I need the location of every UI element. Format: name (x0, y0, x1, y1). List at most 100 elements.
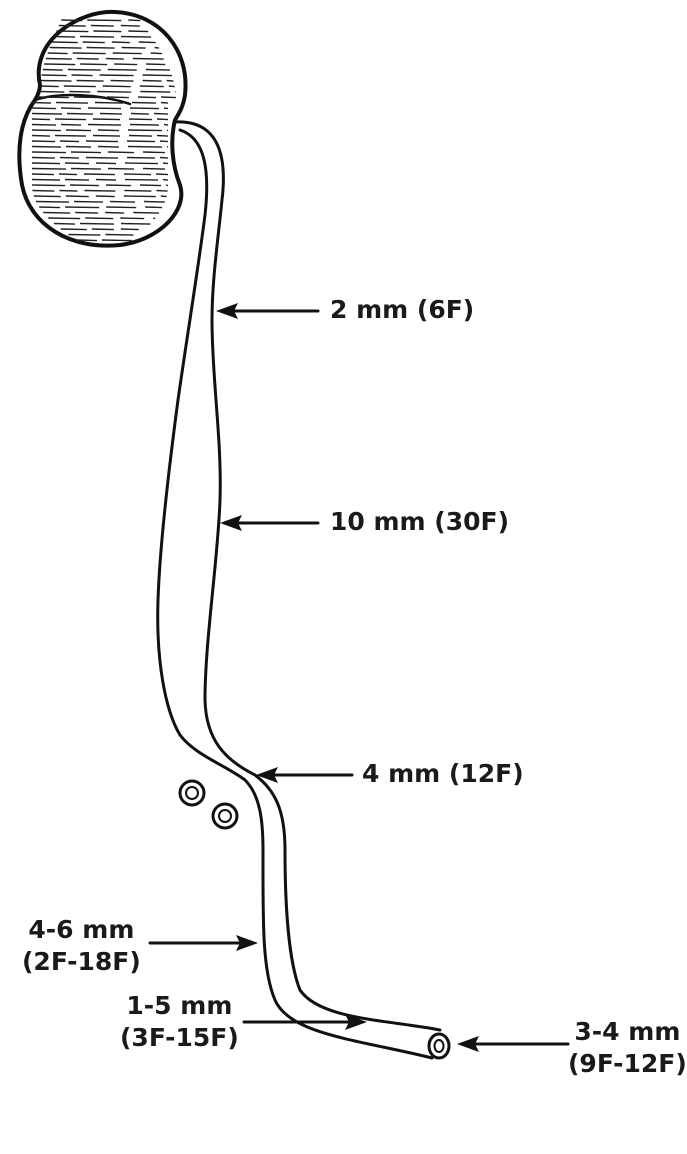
kidney-hatch-stroke (43, 213, 70, 214)
kidney-hatch-stroke (128, 31, 148, 32)
kidney-hatch-stroke (124, 174, 151, 175)
kidney-hatch-stroke (127, 141, 155, 142)
kidney-hatch-stroke (131, 114, 149, 115)
label-orifice-fr: (9F-12F) (568, 1048, 687, 1080)
kidney-hatch-stroke (64, 86, 96, 87)
kidney-hatch-stroke (106, 185, 131, 186)
arrow-iliac-crossing (256, 767, 352, 783)
kidney-hatch-stroke (34, 196, 61, 197)
kidney-hatch-stroke (44, 64, 75, 65)
kidney-hatch-stroke (145, 207, 162, 208)
kidney-hatch-stroke (161, 103, 168, 104)
kidney-hatch-stroke (61, 125, 81, 126)
kidney-hatch-stroke (108, 70, 137, 71)
kidney-hatch-stroke (105, 235, 133, 236)
kidney-hatch-stroke (86, 158, 118, 159)
kidney-hatch-stroke (56, 103, 88, 104)
label-intramural-mm: 1-5 mm (120, 990, 239, 1022)
kidney-hatch-stroke (65, 163, 89, 164)
kidney-hatch-stroke (93, 119, 120, 120)
kidney-hatch-stroke (77, 59, 99, 60)
kidney-hatch-stroke (55, 119, 86, 120)
kidney-hatch-stroke (129, 119, 152, 120)
kidney-hatch-stroke (68, 235, 100, 236)
kidney-hatch-stroke (100, 75, 134, 76)
kidney-hatch-stroke (61, 108, 81, 109)
kidney-hatch-stroke (77, 81, 104, 82)
kidney-hatch-stroke (96, 180, 116, 181)
kidney-hatch-stroke (140, 92, 170, 93)
kidney-hatch-stroke (77, 240, 97, 241)
kidney-hatch-stroke (32, 191, 54, 192)
kidney-hatch-stroke (55, 136, 86, 137)
kidney-hatch-stroke (108, 169, 134, 170)
kidney-hatch-stroke (84, 191, 115, 192)
kidney-hatch-stroke (32, 130, 61, 131)
kidney-hatch-stroke (128, 20, 140, 21)
kidney-hatch-stroke (140, 185, 161, 186)
arrow-orifice (457, 1036, 568, 1052)
kidney-hatch-stroke (96, 163, 116, 164)
kidney-hatch-stroke (167, 130, 168, 131)
kidney-hatch-stroke (48, 218, 80, 219)
kidney-hatch-stroke (143, 152, 165, 153)
kidney-hatch-stroke (161, 97, 176, 98)
kidney-hatch-stroke (161, 196, 167, 197)
arrow-upj (216, 303, 318, 319)
kidney-hatch-stroke (48, 53, 68, 54)
kidney-hatch-stroke (133, 59, 164, 60)
kidney-hatch-stroke (169, 86, 175, 87)
kidney-hatch-stroke (43, 70, 63, 71)
kidney-hatch-stroke (128, 147, 162, 148)
kidney-hatch-stroke (32, 136, 50, 137)
kidney-hatch-stroke (164, 108, 168, 109)
kidney-hatch-stroke (121, 26, 140, 27)
kidney-hatch-stroke (140, 86, 164, 87)
kidney-hatch-stroke (32, 180, 60, 181)
kidney-hatch-stroke (121, 37, 151, 38)
kidney-hatch-stroke (32, 174, 54, 175)
kidney-hatch-stroke (122, 48, 146, 49)
kidney-hatch-stroke (112, 42, 130, 43)
kidney-hatch-stroke (36, 202, 69, 203)
kidney-hatch-stroke (139, 42, 156, 43)
kidney-hatch-stroke (85, 218, 113, 219)
kidney-illustration (19, 12, 185, 246)
kidney-hatch-stroke (121, 229, 139, 230)
kidney-hatch-stroke (106, 59, 124, 60)
kidney-hatch-stroke (65, 180, 89, 181)
label-pelvic-ureter: 4-6 mm (2F-18F) (22, 914, 141, 978)
kidney-hatch-stroke (32, 163, 60, 164)
kidney-hatch-stroke (88, 108, 121, 109)
kidney-hatch-stroke (88, 125, 121, 126)
kidney-hatch-stroke (91, 26, 114, 27)
kidney-hatch-stroke (54, 224, 75, 225)
kidney-hatch-stroke (69, 92, 90, 93)
kidney-hatch-stroke (59, 26, 86, 27)
label-orifice: 3-4 mm (9F-12F) (568, 1016, 687, 1080)
kidney-hatch-stroke (80, 64, 107, 65)
kidney-hatch-stroke (121, 224, 150, 225)
kidney-hatch-stroke (96, 196, 115, 197)
kidney-hatch-stroke (32, 185, 65, 186)
kidney-hatch-stroke (163, 180, 168, 181)
kidney-hatch-stroke (146, 64, 165, 65)
kidney-hatch-stroke (127, 158, 155, 159)
kidney-hatch-stroke (66, 147, 91, 148)
kidney-hatch-stroke (50, 48, 82, 49)
kidney-hatch-stroke (164, 125, 168, 126)
kidney-hatch-stroke (120, 218, 144, 219)
kidney-hatch-stroke (87, 20, 121, 21)
kidney-hatch-stroke (124, 191, 151, 192)
kidney-hatch-stroke (98, 130, 119, 131)
kidney-hatch-stroke (66, 196, 89, 197)
kidney-hatch-stroke (32, 108, 56, 109)
kidney-hatch-stroke (67, 114, 93, 115)
kidney-hatch-stroke (100, 114, 122, 115)
kidney-hatch-stroke (124, 196, 156, 197)
kidney-hatch-stroke (144, 202, 165, 203)
kidney-hatch-stroke (32, 125, 56, 126)
kidney-hatch-stroke (75, 213, 98, 214)
kidney-hatch-stroke (133, 213, 159, 214)
